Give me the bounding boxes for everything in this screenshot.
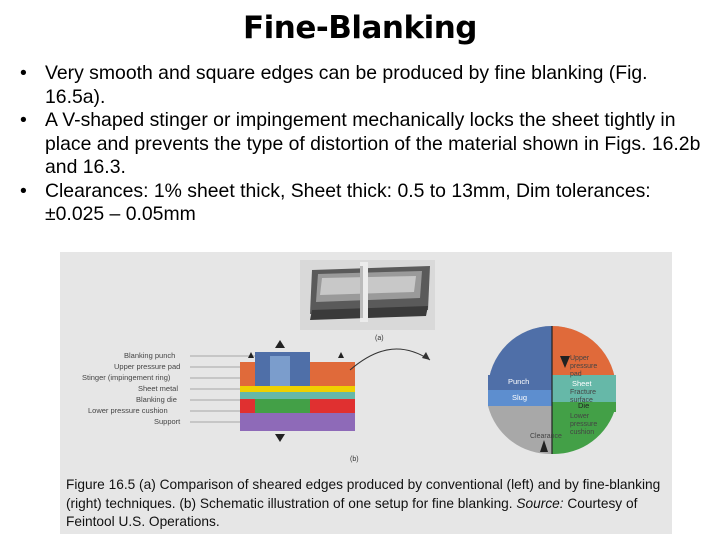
caption-text: Figure 16.5 (a) Comparison of sheared ed…: [66, 477, 661, 511]
figure-caption: Figure 16.5 (a) Comparison of sheared ed…: [66, 476, 666, 532]
label-lower-1: Lower: [570, 413, 590, 420]
label-clearance: Clearance: [530, 433, 562, 440]
bullet-item: A V-shaped stinger or impingement mechan…: [18, 109, 708, 180]
figure-label-a: (a): [375, 335, 384, 342]
figure-label-b: (b): [350, 456, 359, 463]
label-lower-2: pressure: [570, 421, 597, 428]
circle-label-sheet: Sheet: [572, 379, 593, 388]
label-blanking-punch: Blanking punch: [124, 351, 175, 360]
label-upper-1: Upper: [570, 355, 590, 362]
circle-label-die: Die: [578, 401, 589, 410]
blanking-setup-schematic: [240, 340, 431, 442]
bullet-item: Very smooth and square edges can be prod…: [18, 62, 708, 109]
label-lower-3: cushion: [570, 429, 594, 436]
label-lower-pressure-cushion: Lower pressure cushion: [88, 406, 168, 415]
label-fracture-1: Fracture: [570, 389, 596, 396]
label-fracture-2: surface: [570, 397, 593, 404]
caption-source-text: Courtesy of Feintool U.S. Operations.: [66, 495, 638, 530]
label-stinger: Stinger (impingement ring): [82, 373, 171, 382]
label-upper-pressure-pad: Upper pressure pad: [114, 362, 180, 371]
bullet-item: Clearances: 1% sheet thick, Sheet thick:…: [18, 180, 708, 227]
circle-label-punch: Punch: [508, 377, 529, 386]
fine-blanking-illustration: (a) Blanking punch Upper pressure pad St…: [82, 260, 616, 463]
figure-16-5: (a) Blanking punch Upper pressure pad St…: [60, 252, 672, 534]
label-support: Support: [154, 417, 181, 426]
label-upper-2: pressure: [570, 363, 597, 370]
bullet-list: Very smooth and square edges can be prod…: [18, 62, 708, 227]
label-sheet-metal: Sheet metal: [138, 384, 178, 393]
sheared-edges-photo: [300, 260, 435, 330]
label-blanking-die: Blanking die: [136, 395, 177, 404]
slide-title: Fine-Blanking: [242, 10, 478, 46]
caption-source-label: Source:: [516, 495, 564, 511]
circle-label-slug: Slug: [512, 393, 527, 402]
label-upper-3: pad: [570, 371, 582, 378]
detail-circle: Punch Sheet Slug Die: [488, 326, 616, 455]
